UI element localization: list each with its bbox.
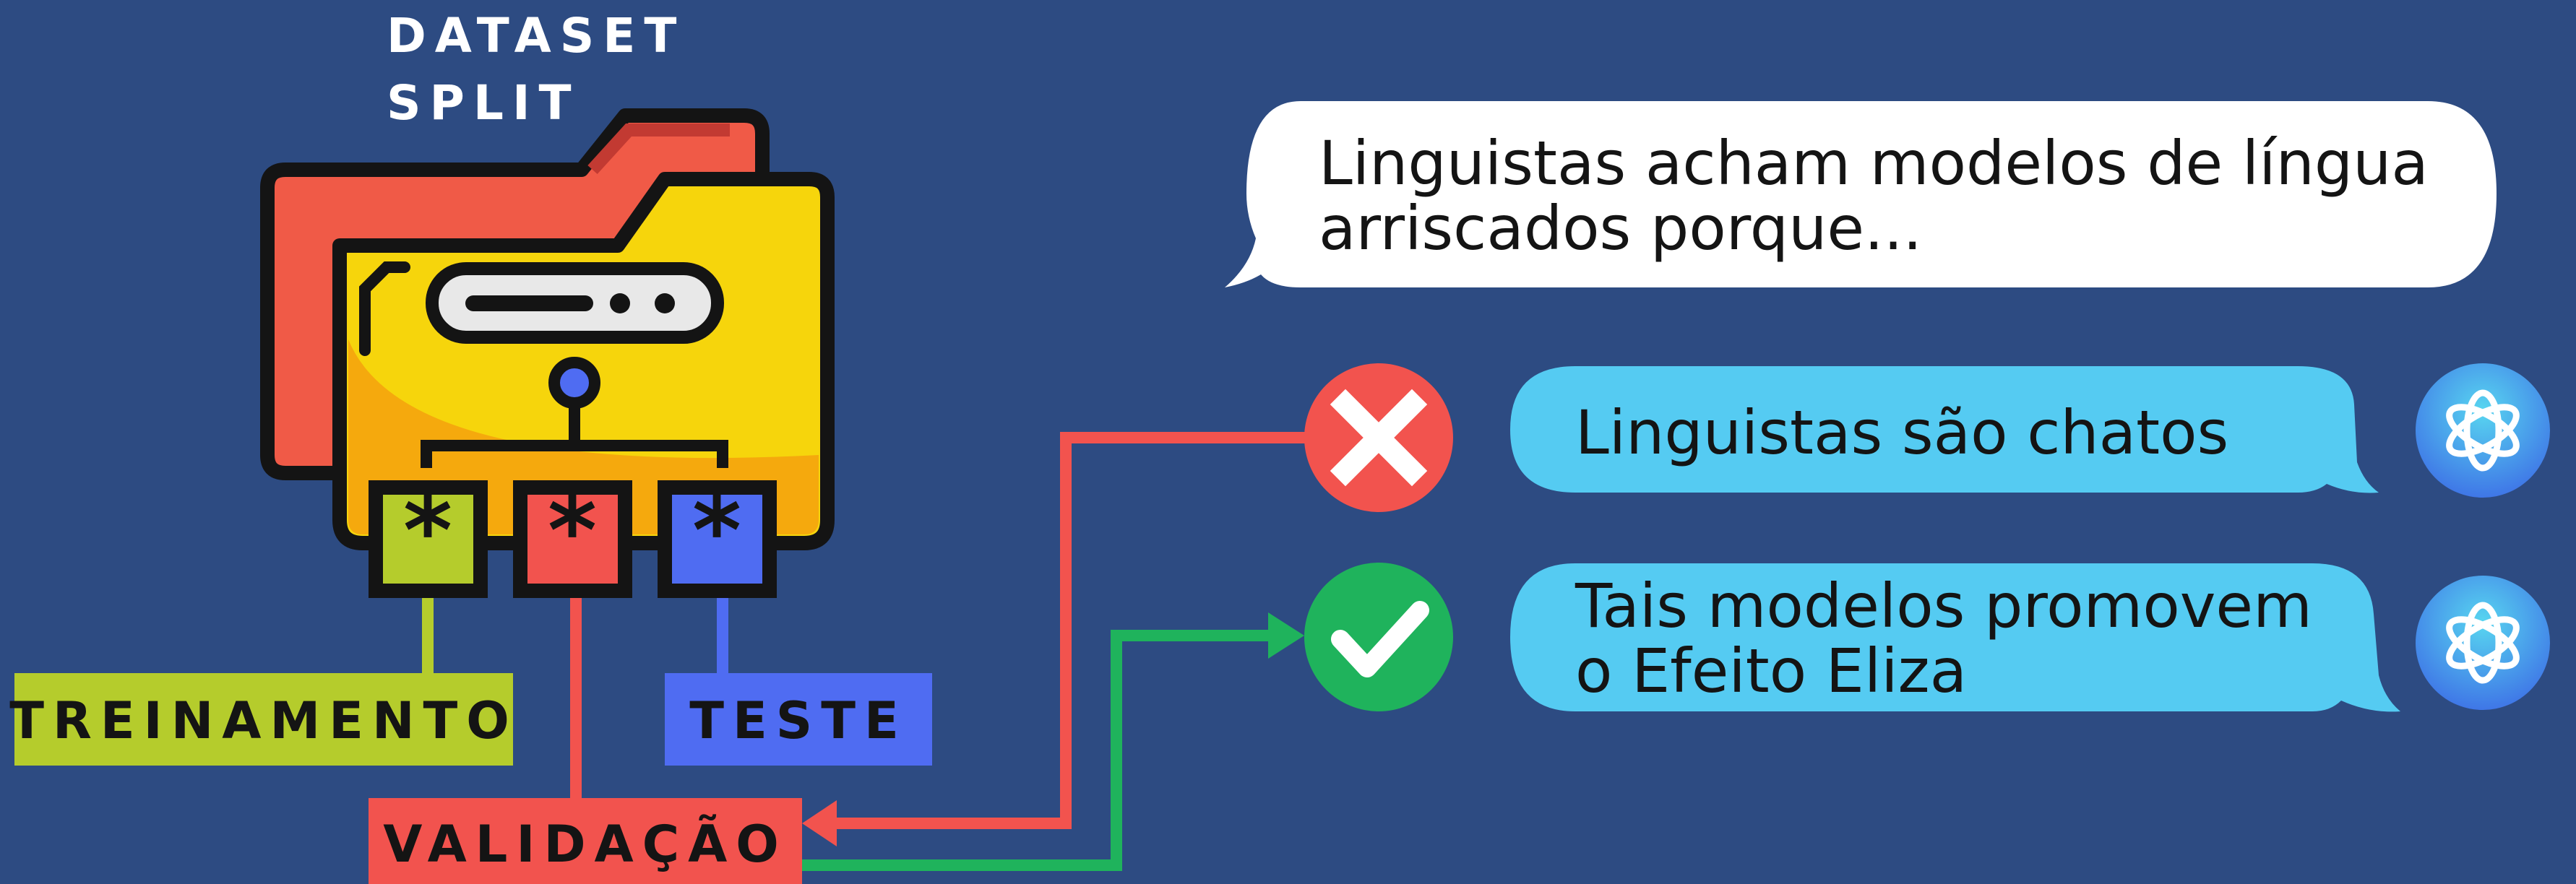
asterisk-icon: * bbox=[692, 476, 741, 586]
answer-2-line-1: Tais modelos promovem bbox=[1575, 571, 2312, 641]
train-box: * bbox=[369, 476, 488, 598]
validation-box: * bbox=[513, 476, 632, 598]
wrong-arrowhead bbox=[802, 800, 837, 846]
answer-bubble-1: Linguistas são chatos bbox=[1510, 366, 2379, 493]
openai-logo-icon bbox=[2416, 576, 2550, 710]
correct-feedback-arrow bbox=[802, 630, 1272, 871]
svg-text:TESTE: TESTE bbox=[689, 691, 908, 750]
wrong-feedback-arrow bbox=[831, 432, 1308, 829]
svg-text:VALIDAÇÃO: VALIDAÇÃO bbox=[383, 815, 788, 874]
test-box: * bbox=[658, 476, 777, 598]
answer-2-line-2: o Efeito Eliza bbox=[1575, 636, 1967, 706]
question-line-1: Linguistas acham modelos de língua bbox=[1319, 128, 2429, 199]
test-label: TESTE bbox=[665, 673, 932, 766]
title-line-2: SPLIT bbox=[387, 75, 580, 131]
validation-label: VALIDAÇÃO bbox=[369, 798, 802, 884]
answer-1-text: Linguistas são chatos bbox=[1575, 397, 2228, 468]
question-line-2: arriscados porque... bbox=[1319, 193, 1922, 264]
asterisk-icon: * bbox=[548, 476, 597, 586]
title-line-1: DATASET bbox=[387, 8, 685, 64]
correct-arrowhead bbox=[1268, 612, 1304, 659]
asterisk-icon: * bbox=[403, 476, 452, 586]
question-bubble: Linguistas acham modelos de língua arris… bbox=[1225, 101, 2497, 287]
openai-logo-icon bbox=[2416, 363, 2550, 498]
correct-answer-icon bbox=[1304, 563, 1453, 711]
answer-bubble-2: Tais modelos promovem o Efeito Eliza bbox=[1510, 563, 2400, 712]
svg-text:TREINAMENTO: TREINAMENTO bbox=[9, 691, 518, 750]
train-label: TREINAMENTO bbox=[9, 673, 518, 766]
wrong-answer-icon bbox=[1304, 363, 1453, 512]
